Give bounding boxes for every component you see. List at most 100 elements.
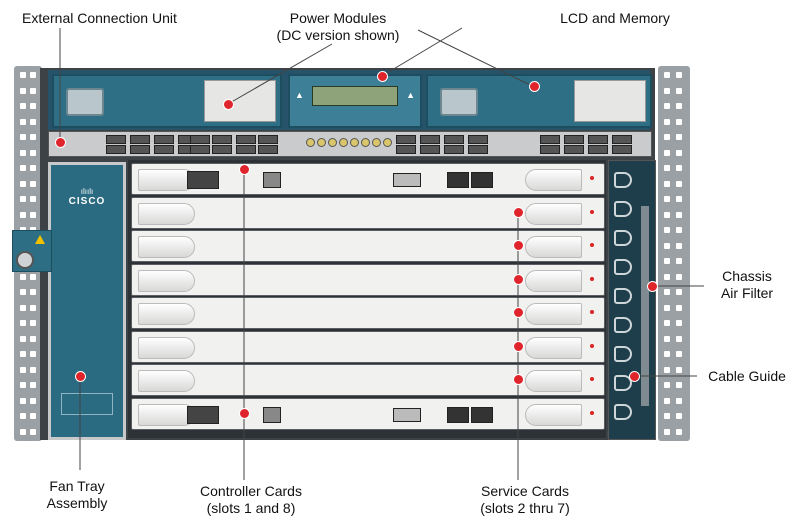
callout-dot-service-card — [513, 240, 524, 251]
rail-hole — [664, 304, 670, 311]
service-card — [131, 297, 605, 329]
rail-hole — [20, 335, 26, 342]
rail-hole — [30, 397, 36, 404]
cable-guide-clip — [614, 404, 632, 420]
rail-hole — [20, 118, 26, 125]
card-handle-right — [525, 370, 582, 392]
callout-dot-controller-bottom — [239, 408, 250, 419]
callout-dot-service-card — [513, 273, 524, 285]
card-status-led — [590, 176, 594, 180]
rail-hole — [20, 320, 26, 326]
warning-icon — [35, 235, 45, 244]
card-handle — [138, 202, 195, 225]
rail-hole — [664, 413, 670, 419]
rail-hole — [664, 335, 670, 342]
cable-guide-clip — [614, 288, 632, 304]
ecu-port — [396, 135, 416, 144]
power-module-right-connector — [440, 88, 478, 116]
label-fan-tray-assembly: Fan Tray Assembly — [32, 478, 122, 512]
rail-hole — [30, 134, 36, 140]
label-cable-guide: Cable Guide — [708, 368, 786, 384]
service-card — [131, 196, 605, 229]
ecu-port — [612, 135, 632, 144]
callout-dot-lcd — [377, 71, 388, 82]
label-chassis-air-filter: Chassis Air Filter — [704, 268, 790, 302]
fan-tray-label-plate — [61, 393, 113, 415]
rail-hole — [664, 428, 670, 435]
rail-hole — [20, 134, 26, 140]
rail-hole — [676, 304, 682, 311]
card-handle — [138, 370, 195, 392]
ecu-port — [564, 145, 584, 154]
rail-hole — [664, 118, 670, 125]
lcd-left-arrow-icon: ▲ — [295, 90, 304, 100]
rail-hole — [20, 304, 26, 311]
card-handle-right — [525, 169, 582, 191]
label-lcd-memory: LCD and Memory — [560, 10, 670, 26]
rail-hole — [676, 242, 682, 249]
rail-hole — [664, 258, 670, 264]
card-status-led — [590, 343, 594, 348]
ecu-led — [317, 138, 326, 147]
ecu-port — [258, 135, 278, 144]
fan-tray-assembly: ılıılı CISCO — [48, 162, 126, 440]
card-handle — [138, 303, 195, 325]
callout-dot-power-modules — [223, 99, 234, 110]
air-filter-rail — [641, 206, 649, 406]
label-power-modules-line2: (DC version shown) — [276, 27, 400, 43]
service-card — [131, 263, 605, 296]
label-service-cards-line2: (slots 2 thru 7) — [480, 500, 570, 516]
ecu-port — [106, 145, 126, 154]
rail-hole — [664, 149, 670, 156]
label-chassis-air-filter-line1: Chassis — [722, 268, 772, 284]
card-handle-right — [525, 202, 582, 225]
rail-hole — [30, 382, 36, 388]
card-handle-right — [525, 269, 582, 292]
power-module-left — [52, 74, 282, 128]
ecu-port — [190, 135, 210, 144]
controller-card — [131, 163, 605, 195]
label-controller-cards-line1: Controller Cards — [200, 483, 302, 499]
card-handle-right — [525, 303, 582, 325]
rail-hole — [676, 382, 682, 388]
rail-hole — [30, 165, 36, 171]
ecu-port — [236, 145, 256, 154]
controller-port — [187, 171, 219, 189]
service-card — [131, 330, 605, 363]
rail-hole — [676, 87, 682, 94]
ecu-led — [361, 138, 370, 147]
rail-hole — [664, 211, 670, 218]
ecu-port — [564, 135, 584, 144]
ecu-port — [420, 135, 440, 144]
label-controller-cards: Controller Cards (slots 1 and 8) — [176, 483, 326, 517]
rail-hole — [676, 397, 682, 404]
label-service-cards-line1: Service Cards — [481, 483, 569, 499]
label-power-modules-line1: Power Modules — [289, 10, 387, 26]
ecu-port — [190, 145, 210, 154]
ecu-port — [444, 145, 464, 154]
rail-hole — [676, 149, 682, 156]
cable-guide-clip — [614, 201, 632, 217]
service-card — [131, 230, 605, 262]
rail-hole — [20, 382, 26, 388]
ecu-port — [540, 145, 560, 154]
rail-hole — [30, 149, 36, 156]
rail-hole — [676, 211, 682, 218]
rail-hole — [664, 366, 670, 373]
rail-hole — [676, 118, 682, 125]
ecu-port — [540, 135, 560, 144]
controller-port — [471, 406, 493, 423]
rail-hole — [20, 87, 26, 94]
callout-dot-service-card — [513, 340, 524, 352]
lcd-module: ▲ ▲ — [288, 74, 422, 128]
rail-hole — [664, 242, 670, 249]
cisco-logo-icon: ılıılı CISCO — [51, 187, 123, 207]
ecu-port — [130, 145, 150, 154]
callout-dot-memory — [529, 81, 540, 92]
rail-hole — [664, 273, 670, 280]
rail-hole — [20, 366, 26, 373]
rail-hole — [30, 320, 36, 326]
label-fan-tray-line2: Assembly — [46, 495, 108, 511]
rail-hole — [676, 428, 682, 435]
rail-hole — [664, 351, 670, 357]
